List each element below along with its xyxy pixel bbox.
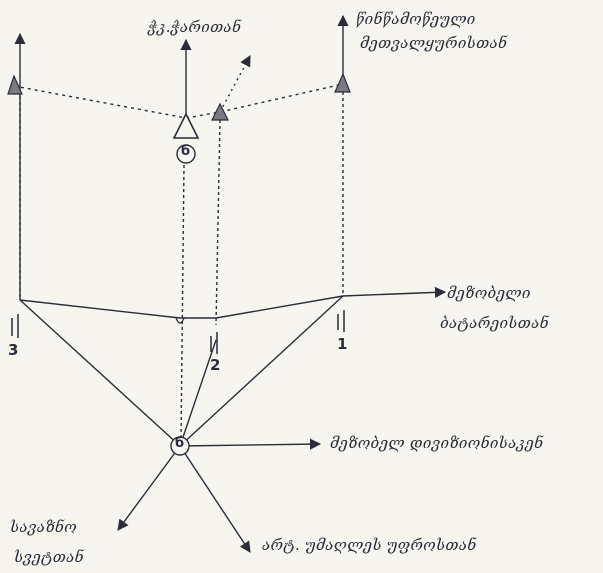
label-bottom-right: არტ. უმაღლეს უფროსთან <box>262 536 477 554</box>
gun-number-1: 1 <box>337 335 348 353</box>
label-top-center: ჭკ.ჭარითან <box>148 18 242 36</box>
observation-post-left <box>7 74 23 95</box>
command-node-top <box>176 144 196 164</box>
line-to-commander <box>179 445 251 553</box>
line-gun2-hub <box>179 339 217 447</box>
label-right-upper-2: ბატარეისთან <box>440 314 549 332</box>
line-to-division <box>179 438 322 450</box>
line-center-right-vertical <box>215 119 221 326</box>
command-node-hub <box>170 436 190 456</box>
gun-number-3: 3 <box>8 341 19 359</box>
label-right-upper-1: მეზობელი <box>447 284 531 302</box>
observation-post-middle <box>211 102 229 121</box>
line-gun3-hub <box>19 299 181 447</box>
label-right-middle: მეზობელ დივიზიონისაკენ <box>330 434 544 452</box>
label-bottom-left-2: სვეტთან <box>14 548 84 566</box>
line-gun1-hub <box>179 295 344 447</box>
line-up-diagonal <box>219 55 251 113</box>
line-to-storage <box>117 445 181 531</box>
observation-post-right <box>334 72 351 93</box>
top-chain-line <box>13 83 344 119</box>
baseline-clip <box>175 317 185 324</box>
battery-baseline <box>19 295 344 319</box>
observation-post-center <box>172 112 200 139</box>
line-to-neighbor-battery <box>342 286 447 298</box>
node-symbol-top: б <box>181 144 191 159</box>
label-bottom-left-1: სავაზნო <box>10 518 77 536</box>
label-top-right-2: მეთვალყურისთან <box>360 34 508 52</box>
label-top-right-1: წინწამოწეული <box>356 10 476 28</box>
line-center-vertical <box>180 164 185 441</box>
gun-number-2: 2 <box>210 356 221 374</box>
node-symbol-hub: б <box>175 436 185 451</box>
